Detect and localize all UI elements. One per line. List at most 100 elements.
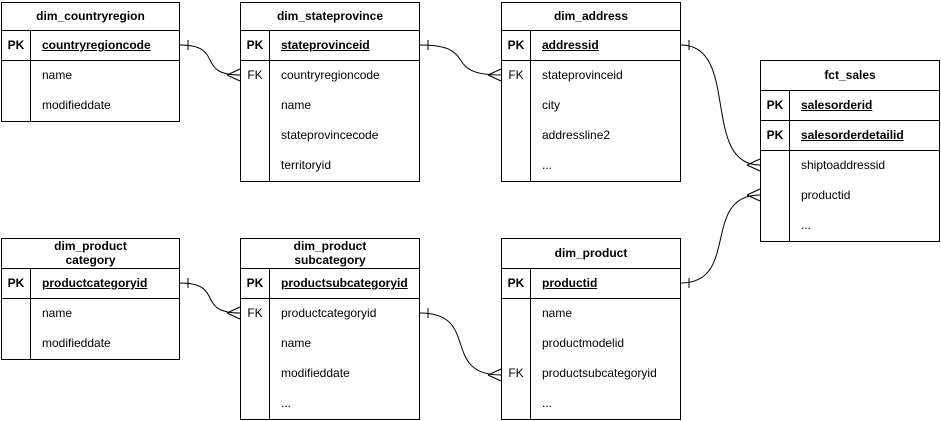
field-name: modifieddate bbox=[281, 366, 350, 381]
field-name: name bbox=[542, 306, 573, 321]
relation-line bbox=[680, 44, 761, 166]
crow-foot-marker bbox=[746, 158, 761, 172]
field-name: productsubcategoryid bbox=[281, 275, 408, 290]
field-name: name bbox=[42, 68, 73, 83]
fk-badge: FK bbox=[241, 299, 270, 329]
relation-category-to-subcategory[interactable] bbox=[179, 278, 241, 320]
field-row-countryregioncode: PK countryregioncode bbox=[2, 31, 179, 61]
field-name: salesorderdetailid bbox=[801, 127, 904, 142]
relation-stateprovince-to-address[interactable] bbox=[419, 40, 502, 82]
field-name: name bbox=[281, 336, 312, 351]
field-row-modifieddate: modifieddate bbox=[2, 91, 179, 121]
key-cell bbox=[2, 329, 31, 359]
entity-dim_stateprovince[interactable]: dim_stateprovince PK stateprovinceid FK … bbox=[240, 2, 420, 182]
entity-dim_product[interactable]: dim_product PK productid name productmod… bbox=[501, 238, 681, 420]
key-cell bbox=[2, 299, 31, 329]
field-row-city: city bbox=[502, 91, 680, 121]
entity-fct_sales[interactable]: fct_sales PK salesorderid PK salesorderd… bbox=[760, 60, 940, 242]
field-name: shiptoaddressid bbox=[801, 158, 886, 173]
relation-subcategory-to-product[interactable] bbox=[419, 308, 502, 382]
relation-line bbox=[179, 282, 241, 314]
field-row-name: name bbox=[241, 91, 419, 121]
key-cell bbox=[761, 151, 790, 181]
field-name: city bbox=[542, 98, 560, 113]
field-row-name: name bbox=[502, 299, 680, 329]
entity-title: fct_sales bbox=[761, 61, 939, 91]
relation-countryregion-to-stateprovince[interactable] bbox=[179, 40, 241, 82]
field-row-productcategoryid: PK productcategoryid bbox=[2, 269, 179, 299]
field-row-ellipsis: ... bbox=[502, 151, 680, 181]
field-name: addressline2 bbox=[542, 128, 611, 143]
key-cell bbox=[241, 121, 270, 151]
field-name: productid bbox=[542, 275, 598, 290]
entity-title: dim_address bbox=[502, 3, 680, 31]
key-cell bbox=[761, 181, 790, 211]
key-cell bbox=[502, 151, 531, 181]
fk-badge: FK bbox=[241, 61, 270, 91]
relation-line bbox=[680, 194, 761, 284]
entity-title: dim_stateprovince bbox=[241, 3, 419, 31]
key-cell bbox=[502, 91, 531, 121]
key-cell bbox=[241, 359, 270, 389]
pk-badge: PK bbox=[2, 269, 31, 298]
field-name: modifieddate bbox=[42, 336, 111, 351]
entity-dim_productcategory[interactable]: dim_product category PK productcategoryi… bbox=[1, 238, 180, 360]
key-cell bbox=[2, 61, 31, 91]
entity-rows: PK productcategoryid name modifieddate bbox=[2, 269, 179, 359]
relation-line bbox=[419, 44, 502, 76]
key-cell bbox=[502, 389, 531, 419]
field-row-stateprovincecode: stateprovincecode bbox=[241, 121, 419, 151]
field-name: productmodelid bbox=[542, 336, 625, 351]
field-name: name bbox=[281, 98, 312, 113]
entity-rows: PK countryregioncode name modifieddate bbox=[2, 31, 179, 121]
entity-title: dim_countryregion bbox=[2, 3, 179, 31]
field-row-productsubcategoryid: FK productsubcategoryid bbox=[502, 359, 680, 389]
key-cell bbox=[761, 211, 790, 241]
entity-title: dim_product bbox=[502, 239, 680, 269]
field-row-ellipsis: ... bbox=[761, 211, 939, 241]
field-name: stateprovinceid bbox=[542, 68, 623, 83]
field-row-name: name bbox=[2, 61, 179, 91]
field-row-modifieddate: modifieddate bbox=[2, 329, 179, 359]
relation-address-to-sales[interactable] bbox=[680, 40, 761, 172]
field-row-ellipsis: ... bbox=[502, 389, 680, 419]
entity-rows: PK addressid FK stateprovinceid city add… bbox=[502, 31, 680, 181]
field-name: productid bbox=[801, 188, 851, 203]
crow-foot-marker bbox=[226, 306, 241, 320]
field-name: name bbox=[42, 306, 73, 321]
field-row-name: name bbox=[2, 299, 179, 329]
field-row-territoryid: territoryid bbox=[241, 151, 419, 181]
field-row-productid: productid bbox=[761, 181, 939, 211]
field-row-countryregioncode: FK countryregioncode bbox=[241, 61, 419, 91]
field-row-productmodelid: productmodelid bbox=[502, 329, 680, 359]
key-cell bbox=[2, 91, 31, 121]
field-name: countryregioncode bbox=[281, 68, 380, 83]
entity-dim_address[interactable]: dim_address PK addressid FK stateprovinc… bbox=[501, 2, 681, 182]
field-row-productid: PK productid bbox=[502, 269, 680, 299]
pk-badge: PK bbox=[502, 269, 531, 298]
fk-badge: FK bbox=[502, 359, 531, 389]
entity-title: dim_product category bbox=[2, 239, 179, 269]
fk-badge: FK bbox=[502, 61, 531, 91]
relation-line bbox=[419, 312, 502, 376]
field-name: productsubcategoryid bbox=[542, 366, 657, 381]
pk-badge: PK bbox=[241, 31, 270, 60]
field-name: ... bbox=[281, 396, 292, 411]
crow-foot-marker bbox=[746, 188, 761, 202]
key-cell bbox=[502, 329, 531, 359]
field-row-salesorderid: PK salesorderid bbox=[761, 91, 939, 121]
key-cell bbox=[241, 151, 270, 181]
pk-badge: PK bbox=[761, 91, 790, 120]
field-row-name: name bbox=[241, 329, 419, 359]
field-row-ellipsis: ... bbox=[241, 389, 419, 419]
relation-product-to-sales[interactable] bbox=[680, 188, 761, 288]
field-row-productcategoryid: FK productcategoryid bbox=[241, 299, 419, 329]
field-name: countryregioncode bbox=[42, 37, 151, 52]
field-row-salesorderdetailid: PK salesorderdetailid bbox=[761, 121, 939, 151]
entity-rows: PK salesorderid PK salesorderdetailid sh… bbox=[761, 91, 939, 241]
entity-dim_productsubcategory[interactable]: dim_product subcategory PK productsubcat… bbox=[240, 238, 420, 420]
entity-rows: PK productsubcategoryid FK productcatego… bbox=[241, 269, 419, 419]
crow-foot-marker bbox=[226, 68, 241, 82]
entity-dim_countryregion[interactable]: dim_countryregion PK countryregioncode n… bbox=[1, 2, 180, 122]
